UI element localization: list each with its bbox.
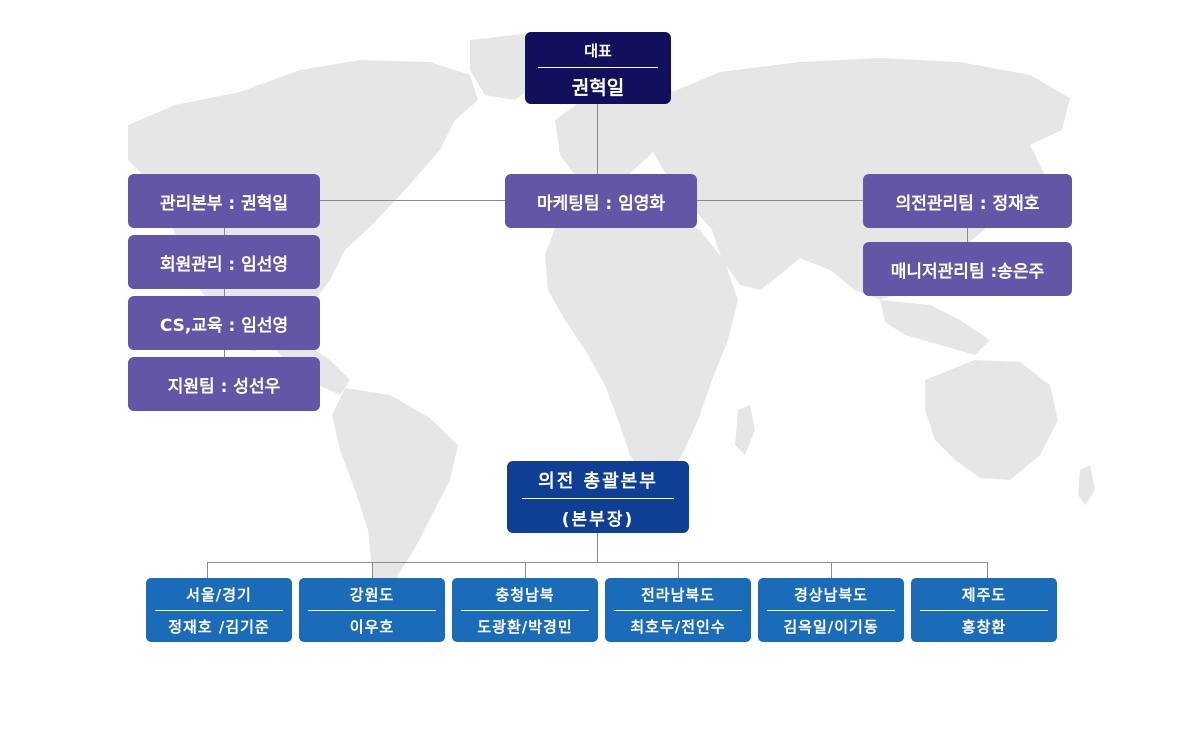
region-head: 이우호 [349,617,395,636]
region-name: 서울/경기 [155,584,283,611]
connector-region-gangwon [372,562,373,578]
cs-education-box: CS,교육 : 임선영 [128,296,320,350]
region-name: 경상남북도 [767,584,895,611]
region-box-gyeongsang: 경상남북도 김옥일/이기동 [758,578,904,642]
region-head: 정재호 /김기준 [168,617,270,636]
region-head: 최호두/전인수 [630,617,726,636]
region-box-jeju: 제주도 홍창환 [911,578,1057,642]
ceo-name: 권혁일 [571,77,625,99]
manager-management-box: 매니저관리팀 :송은주 [863,242,1072,296]
region-box-chungcheong: 충청남북 도광환/박경민 [452,578,598,642]
hq-box: 의전 총괄본부 (본부장) [507,461,689,533]
connector-left-vertical [224,228,225,358]
hq-title: 의전 총괄본부 [522,465,674,499]
connector-region-jeju [987,562,988,578]
region-box-jeolla: 전라남북도 최호두/전인수 [605,578,751,642]
membership-box: 회원관리 : 임선영 [128,235,320,289]
uniform-management-box: 의전관리팀 : 정재호 [863,174,1072,228]
region-name: 충청남북 [461,584,589,611]
marketing-box: 마케팅팀 : 임영화 [505,174,697,228]
connector-hq-down [597,533,598,562]
region-name: 강원도 [308,584,436,611]
hq-subtitle: (본부장) [561,509,635,530]
ceo-box: 대표 권혁일 [525,32,671,104]
region-box-seoul: 서울/경기 정재호 /김기준 [146,578,292,642]
connector-region-gyeongsang [831,562,832,578]
connector-right-vertical [967,228,968,242]
management-box: 관리본부 : 권혁일 [128,174,320,228]
connector-regions-horizontal [207,562,988,563]
connector-region-seoul [207,562,208,578]
region-head: 김옥일/이기동 [783,617,879,636]
region-name: 제주도 [920,584,1048,611]
ceo-title: 대표 [538,36,658,68]
support-box: 지원팀 : 성선우 [128,357,320,411]
connector-region-chungcheong [525,562,526,578]
region-head: 도광환/박경민 [477,617,573,636]
region-name: 전라남북도 [614,584,742,611]
region-box-gangwon: 강원도 이우호 [299,578,445,642]
region-head: 홍창환 [961,617,1007,636]
connector-ceo-to-marketing [597,104,598,176]
connector-region-jeolla [678,562,679,578]
